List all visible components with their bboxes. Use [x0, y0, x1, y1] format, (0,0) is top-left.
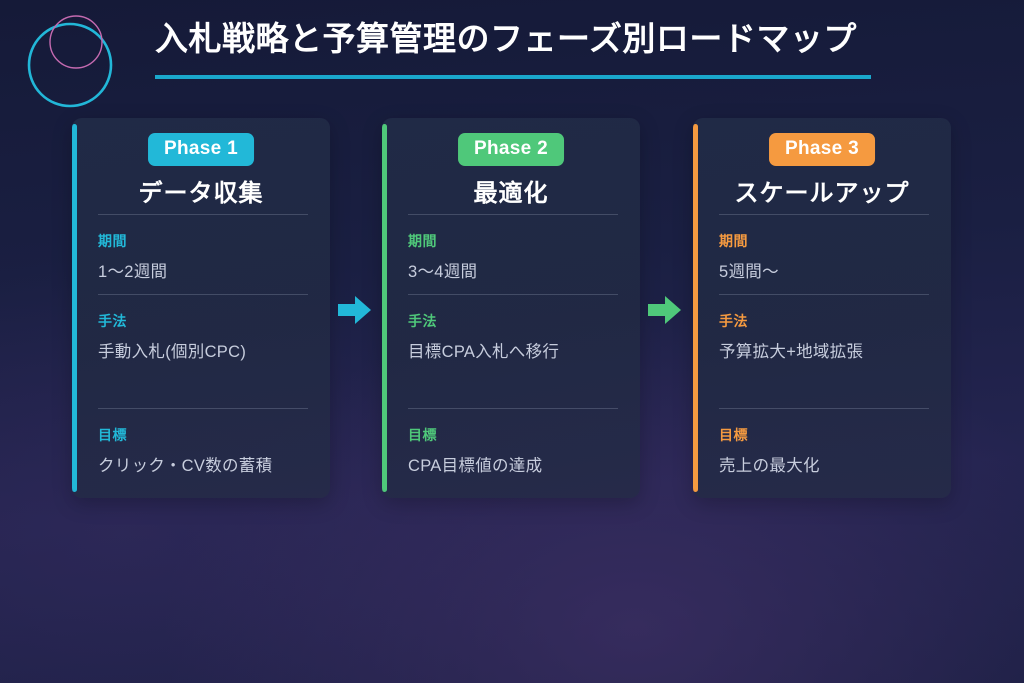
row-value: 手動入札(個別CPC) [98, 343, 247, 361]
phase-card-1[interactable]: Phase 1 データ収集 期間 1〜2週間 手法 手動入札(個別CPC) 目標… [72, 118, 330, 498]
phase-rows-2: 期間 3〜4週間 手法 目標CPA入札へ移行 目標 CPA目標値の達成 [408, 214, 618, 488]
phase-row-method-2: 手法 目標CPA入札へ移行 [408, 294, 618, 408]
row-value: 5週間〜 [719, 263, 779, 281]
phase-title-2: 最適化 [473, 180, 549, 207]
phase-card-2[interactable]: Phase 2 最適化 期間 3〜4週間 手法 目標CPA入札へ移行 目標 CP… [382, 118, 640, 498]
phase-row-method-3: 手法 予算拡大+地域拡張 [719, 294, 929, 408]
row-label: 目標 [408, 427, 437, 443]
phase-accent-bar-1 [72, 124, 77, 492]
phase-row-goal-1: 目標 クリック・CV数の蓄積 [98, 408, 308, 498]
row-label: 手法 [408, 313, 437, 329]
row-value: 予算拡大+地域拡張 [719, 343, 864, 361]
phase-row-goal-2: 目標 CPA目標値の達成 [408, 408, 618, 498]
row-value: 3〜4週間 [408, 263, 478, 281]
logo-circles-icon [27, 15, 113, 108]
row-value: 1〜2週間 [98, 263, 168, 281]
phase-accent-bar-2 [382, 124, 387, 492]
row-label: 目標 [719, 427, 748, 443]
arrow-right-icon [338, 296, 371, 324]
logo [25, 5, 137, 117]
phase-row-goal-3: 目標 売上の最大化 [719, 408, 929, 498]
phase-row-duration-1: 期間 1〜2週間 [98, 214, 308, 294]
phase-accent-bar-3 [693, 124, 698, 492]
phase-badge-1: Phase 1 [148, 133, 254, 166]
row-value: 目標CPA入札へ移行 [408, 343, 560, 361]
phase-row-method-1: 手法 手動入札(個別CPC) [98, 294, 308, 408]
phase-rows-3: 期間 5週間〜 手法 予算拡大+地域拡張 目標 売上の最大化 [719, 214, 929, 488]
phase-title-3: スケールアップ [734, 180, 910, 207]
phase-row-duration-3: 期間 5週間〜 [719, 214, 929, 294]
phase-rows-1: 期間 1〜2週間 手法 手動入札(個別CPC) 目標 クリック・CV数の蓄積 [98, 214, 308, 488]
phase-title-1: データ収集 [138, 180, 264, 207]
phase-card-list: Phase 1 データ収集 期間 1〜2週間 手法 手動入札(個別CPC) 目標… [0, 118, 1024, 498]
title-underline [155, 75, 871, 79]
arrow-right-icon [648, 296, 681, 324]
phase-row-duration-2: 期間 3〜4週間 [408, 214, 618, 294]
row-label: 期間 [719, 233, 748, 249]
phase-connector-arrow-1 [338, 295, 372, 325]
phase-badge-3: Phase 3 [769, 133, 875, 166]
logo-small-circle-icon [49, 15, 103, 69]
row-label: 期間 [98, 233, 127, 249]
phase-card-3[interactable]: Phase 3 スケールアップ 期間 5週間〜 手法 予算拡大+地域拡張 目標 … [693, 118, 951, 498]
logo-big-circle-icon [27, 22, 113, 108]
phase-badge-2: Phase 2 [458, 133, 564, 166]
row-label: 手法 [98, 313, 127, 329]
row-label: 期間 [408, 233, 437, 249]
row-value: 売上の最大化 [719, 457, 820, 475]
row-value: CPA目標値の達成 [408, 457, 543, 475]
page-title: 入札戦略と予算管理のフェーズ別ロードマップ [155, 20, 857, 57]
phase-connector-arrow-2 [648, 295, 682, 325]
row-label: 目標 [98, 427, 127, 443]
row-value: クリック・CV数の蓄積 [98, 457, 273, 475]
row-label: 手法 [719, 313, 748, 329]
